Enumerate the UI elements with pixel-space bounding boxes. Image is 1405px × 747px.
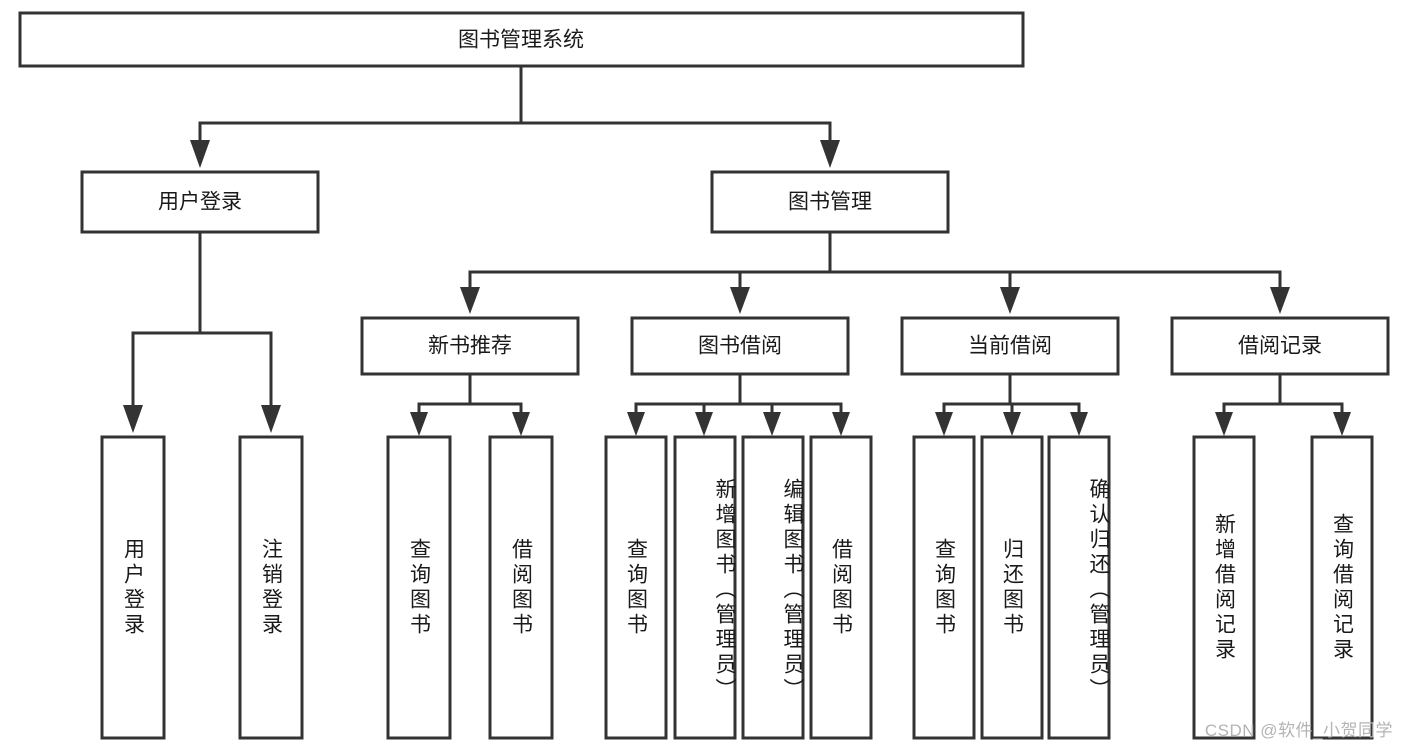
arrow-head-icon xyxy=(190,140,210,168)
leaf-box-book-borrow-2[interactable] xyxy=(741,435,805,740)
node-new-book-recommend-label: 新书推荐 xyxy=(428,335,512,358)
arrow-head-icon xyxy=(1000,287,1020,314)
arrow-head-icon xyxy=(1070,412,1088,436)
node-current-borrow[interactable]: 当前借阅 xyxy=(900,316,1120,376)
arrow-head-icon xyxy=(261,405,281,433)
node-current-borrow-box[interactable] xyxy=(900,316,1120,376)
arrow-head-icon xyxy=(1270,287,1290,314)
leaf-box-book-borrow-0[interactable] xyxy=(604,435,668,740)
leaf-box-new-book-0[interactable] xyxy=(386,435,452,740)
arrow-head-icon xyxy=(1333,412,1351,436)
node-new-book-recommend-box[interactable] xyxy=(360,316,580,376)
node-user-login-box[interactable] xyxy=(80,170,320,234)
leaf-box-book-borrow-1[interactable] xyxy=(673,435,737,740)
node-book-borrow-label: 图书借阅 xyxy=(698,335,782,358)
csdn-watermark: CSDN @软件_小贺同学 xyxy=(1204,721,1393,740)
leaf-box-borrow-record-0[interactable] xyxy=(1192,435,1256,740)
connector-book-borrow-to-leaves xyxy=(627,372,850,436)
arrow-head-icon xyxy=(730,287,750,314)
connector-user-login-to-leaves xyxy=(123,230,281,433)
arrow-head-icon xyxy=(1215,412,1233,436)
arrow-head-icon xyxy=(123,405,143,433)
arrow-head-icon xyxy=(410,412,428,436)
arrow-head-icon xyxy=(820,140,840,168)
node-borrow-record[interactable]: 借阅记录 xyxy=(1170,316,1390,376)
node-book-management[interactable]: 图书管理 xyxy=(710,170,950,234)
node-book-management-label: 图书管理 xyxy=(788,191,872,214)
node-root[interactable]: 图书管理系统 xyxy=(18,11,1025,68)
connector-current-borrow-to-leaves xyxy=(935,372,1088,436)
leaf-box-new-book-1[interactable] xyxy=(488,435,554,740)
leaf-box-current-borrow-0[interactable] xyxy=(912,435,976,740)
arrow-head-icon xyxy=(763,412,781,436)
leaf-box-current-borrow-1[interactable] xyxy=(980,435,1044,740)
node-book-borrow[interactable]: 图书借阅 xyxy=(630,316,850,376)
connector-root-to-level2 xyxy=(190,64,840,168)
arrow-head-icon xyxy=(512,412,530,436)
leaf-box-current-borrow-2[interactable] xyxy=(1047,435,1111,740)
node-root-box[interactable] xyxy=(18,11,1025,68)
arrow-head-icon xyxy=(1003,412,1021,436)
connector-new-book-recommend-to-leaves xyxy=(410,372,530,436)
arrow-head-icon xyxy=(695,412,713,436)
node-borrow-record-label: 借阅记录 xyxy=(1238,335,1322,358)
node-user-login-label: 用户登录 xyxy=(158,191,242,214)
node-root-label: 图书管理系统 xyxy=(458,29,584,52)
leaf-box-user-login-0[interactable] xyxy=(100,435,166,740)
connector-borrow-record-to-leaves xyxy=(1215,372,1351,436)
leaf-box-borrow-record-1[interactable] xyxy=(1310,435,1374,740)
leaf-box-book-borrow-3[interactable] xyxy=(809,435,873,740)
arrow-head-icon xyxy=(627,412,645,436)
node-new-book-recommend[interactable]: 新书推荐 xyxy=(360,316,580,376)
connector-book-management-to-level3 xyxy=(460,230,1290,314)
node-user-login[interactable]: 用户登录 xyxy=(80,170,320,234)
node-current-borrow-label: 当前借阅 xyxy=(968,335,1052,358)
arrow-head-icon xyxy=(832,412,850,436)
leaf-box-user-login-1[interactable] xyxy=(238,435,304,740)
arrow-head-icon xyxy=(460,287,480,314)
arrow-head-icon xyxy=(935,412,953,436)
